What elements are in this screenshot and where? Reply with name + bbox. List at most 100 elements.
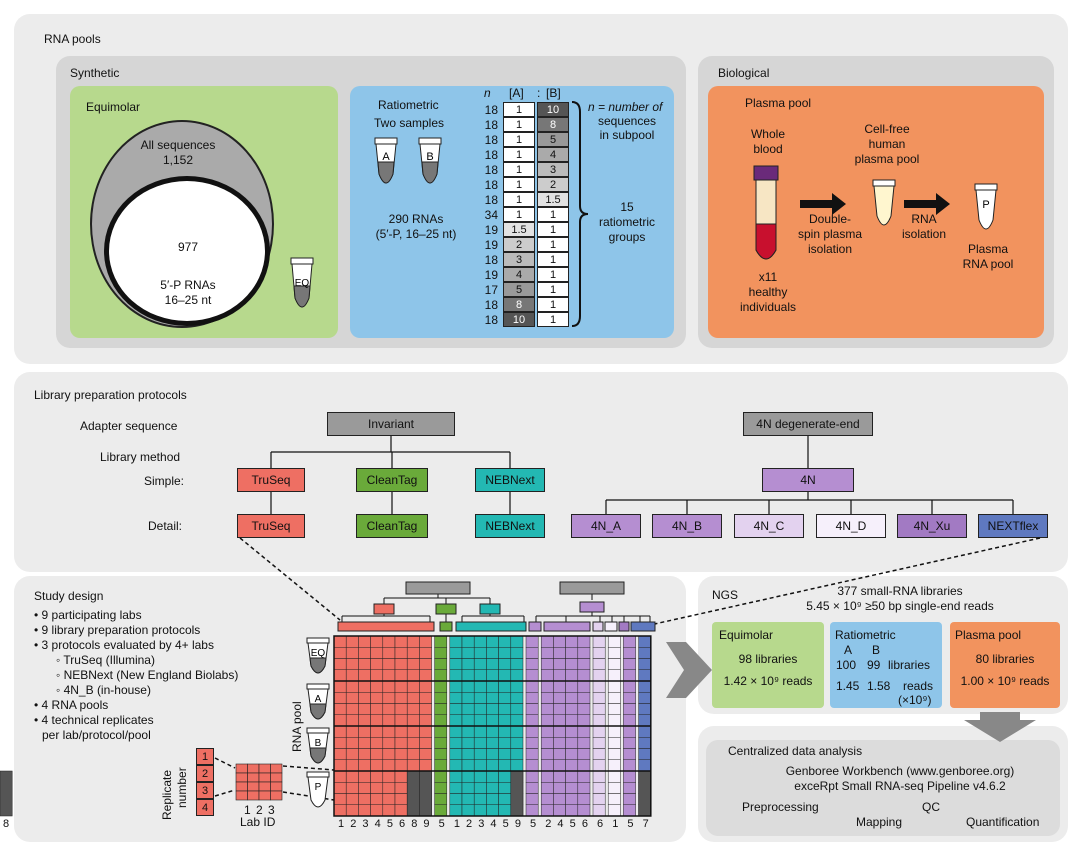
lab-grid-cell: [247, 790, 260, 801]
ratio-row-n: 18: [484, 103, 498, 117]
grid-cell: [434, 725, 448, 738]
grid-cell: [565, 804, 579, 817]
grid-cell: [370, 804, 384, 817]
ratio-cell-a: 1: [503, 177, 535, 192]
grid-cell: [406, 725, 420, 738]
lab-grid-cell: [235, 772, 248, 783]
ratio-cell-b: 1: [537, 267, 569, 282]
grid-cell: [333, 748, 347, 760]
grid-cell: [525, 647, 539, 659]
ngs-ratio-libs-b: 99: [867, 658, 881, 672]
grid-cell: [449, 692, 463, 704]
lab-number: 5: [502, 818, 509, 830]
grid-cell: [434, 793, 448, 805]
grid-cell: [498, 759, 512, 772]
mini-cleantag: [435, 603, 457, 615]
grid-cell: [370, 680, 384, 693]
grid-cell: [370, 635, 384, 648]
lab-grid-cell: [247, 763, 260, 774]
grid-cell: [510, 703, 524, 715]
ratiometric-title: Ratiometric: [378, 98, 439, 112]
grid-cell: [638, 759, 652, 772]
grid-cell: [333, 782, 347, 794]
legend-line-3: in subpool: [599, 128, 655, 142]
mini-4n: [579, 601, 605, 613]
grid-cell: [592, 680, 606, 693]
grid-cell: [486, 680, 499, 693]
ngs-ratio-reads-b: 1.58: [867, 679, 891, 693]
grid-cell: [406, 714, 420, 727]
plasma-pool-title: Plasma pool: [745, 96, 812, 110]
grid-cell: [394, 658, 408, 670]
plasma-rna-1: Plasma: [967, 242, 1008, 256]
ratio-row-n: 19: [484, 238, 498, 252]
grid-cell: [565, 793, 579, 805]
grid-cell: [510, 748, 524, 760]
bullet-5: ◦ NEBNext (New England Biolabs): [56, 668, 239, 682]
grid-cell: [382, 714, 396, 727]
grid-cell: [525, 680, 539, 693]
grid-cell: [434, 669, 448, 682]
grid-cell: [592, 737, 606, 749]
grid-cell: [486, 804, 499, 817]
grid-cell: [394, 770, 408, 783]
synthetic-title: Synthetic: [70, 66, 120, 80]
grid-cell: [434, 647, 448, 659]
ratio-cell-b: 4: [537, 147, 569, 162]
grid-cell: [486, 692, 499, 704]
grid-cell: [382, 725, 396, 738]
grid-cell: [498, 647, 512, 659]
grid-cell: [461, 804, 475, 817]
grid-cell: [510, 725, 524, 738]
ngs-equimolar-reads: 1.42 × 10⁹ reads: [723, 674, 813, 688]
simple-row-label: Simple:: [144, 474, 185, 488]
grid-cell: [406, 692, 420, 704]
grid-cell: [553, 804, 566, 817]
grid-cell: [370, 770, 384, 783]
grid-cell: [358, 759, 371, 772]
grid-cell: [510, 692, 524, 704]
grid-cell: [449, 680, 463, 693]
grid-cell: [473, 669, 487, 682]
lab-grid-cell: [270, 781, 283, 792]
grid-cell: [540, 748, 554, 760]
lab-number: 2: [466, 818, 473, 830]
bullet-2: • 9 library preparation protocols: [34, 623, 201, 637]
grid-cell: [370, 658, 384, 670]
grid-cell: [382, 680, 396, 693]
grid-cell: [565, 770, 579, 783]
replicate-box: 1: [196, 748, 214, 765]
grid-cell: [382, 692, 396, 704]
grid-cell: [473, 635, 487, 648]
ngs-ratio-reads-unit: (×10⁹): [898, 693, 932, 707]
bullet-1: • 9 participating labs: [34, 608, 142, 622]
grid-cell: [406, 669, 420, 682]
grid-cell: [565, 635, 579, 648]
grid-cell: [345, 669, 359, 682]
grid-cell: [461, 725, 475, 738]
step-mapping: Mapping: [856, 815, 903, 829]
grid-cell: [486, 793, 499, 805]
grid-cell: [394, 714, 408, 727]
grid-cell: [607, 703, 621, 715]
grid-cell: [358, 703, 371, 715]
groups-line-2: ratiometric: [598, 215, 655, 229]
rna-pools-title: RNA pools: [44, 32, 101, 46]
grid-cell: [449, 770, 463, 783]
grid-cell: [638, 680, 652, 693]
grid-cell: [498, 714, 512, 727]
grid-cell: [623, 635, 636, 648]
detail-nebnext: NEBNext: [475, 514, 545, 538]
lab-grid-cell: [235, 781, 248, 792]
grid-cell: [577, 680, 591, 693]
grid-cell: [461, 692, 475, 704]
step-quantification: Quantification: [966, 815, 1040, 829]
ngs-equimolar-libs: 98 libraries: [738, 652, 798, 666]
whole-blood-1: Whole: [750, 127, 785, 141]
legend-line-1: n = number of: [588, 100, 663, 114]
grid-cell: [525, 669, 539, 682]
ratio-cell-a: 1: [503, 117, 535, 132]
lab-grid-cell: [258, 772, 271, 783]
lab-grid-cell: [270, 790, 283, 801]
inner-count: 977: [177, 240, 199, 254]
